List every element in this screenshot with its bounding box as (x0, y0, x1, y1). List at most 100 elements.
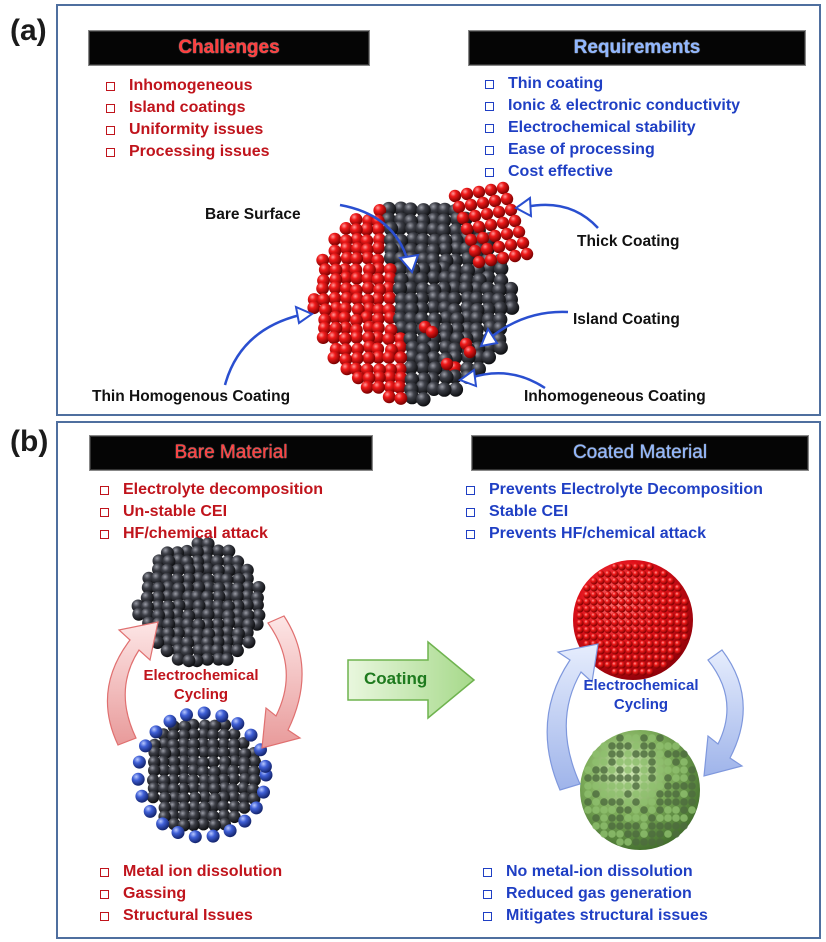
degraded-sphere (197, 728, 210, 741)
green-surface-sphere (608, 798, 616, 806)
degraded-sphere (208, 782, 221, 795)
coated-surface-sphere (625, 633, 633, 641)
bare-sphere (140, 591, 154, 605)
coating-sphere (371, 222, 385, 236)
degraded-sphere (197, 756, 210, 769)
core-sphere (426, 300, 441, 315)
arrow-thick-coating-head (514, 196, 533, 218)
coated-surface-sphere (653, 605, 661, 613)
challenge-item: Uniformity issues (106, 119, 270, 141)
coated-surface-sphere (639, 668, 647, 676)
degraded-sphere (207, 728, 220, 742)
green-surface-sphere (656, 822, 664, 830)
coating-sphere (351, 303, 365, 316)
green-surface-sphere (648, 806, 656, 814)
coated-surface-sphere (639, 598, 647, 606)
coated-surface-sphere (674, 640, 682, 648)
core-sphere (405, 221, 420, 236)
coated-surface-sphere (604, 619, 612, 627)
coated-surface-sphere (632, 598, 640, 606)
thick-coating-sphere (472, 255, 486, 269)
coated-surface-sphere (646, 598, 654, 606)
bare-sphere (151, 571, 165, 585)
coated-outcome-item: No metal-ion dissolution (483, 861, 708, 883)
green-surface-sphere (624, 766, 632, 774)
coating-sphere (360, 380, 374, 394)
coated-surface-sphere (625, 654, 633, 662)
coated-surface-sphere (611, 668, 619, 676)
green-surface-sphere (624, 838, 632, 846)
coated-surface-sphere (583, 612, 591, 620)
checkbox-icon (100, 911, 109, 921)
degraded-sphere (197, 818, 210, 831)
coating-sphere (382, 390, 396, 404)
coating-sphere (350, 331, 363, 344)
green-surface-sphere (616, 830, 624, 838)
degraded-sphere (188, 809, 201, 822)
degraded-sphere (238, 772, 252, 786)
coating-sphere (329, 301, 343, 315)
degraded-sphere (198, 782, 211, 795)
coating-sphere (350, 271, 364, 285)
coated-surface-sphere (632, 668, 640, 676)
coated-surface-sphere (632, 591, 640, 599)
checkbox-icon (485, 101, 494, 111)
checkbox-icon (466, 507, 475, 517)
bare-issue-item: Electrolyte decomposition (100, 479, 323, 501)
bare-sphere (171, 652, 185, 666)
green-surface-sphere (640, 790, 648, 798)
green-surface-sphere (640, 774, 648, 782)
green-surface-sphere (616, 798, 624, 806)
degraded-sphere (246, 783, 260, 796)
coated-surface-sphere (660, 626, 668, 634)
coating-sphere (319, 303, 332, 317)
green-surface-sphere (640, 838, 648, 846)
green-surface-sphere (688, 782, 696, 790)
checkbox-icon (483, 867, 492, 877)
coated-surface-sphere (604, 647, 612, 655)
green-surface-sphere (656, 814, 664, 822)
dissolved-ion-sphere (258, 759, 272, 773)
degraded-sphere (187, 738, 200, 751)
bare-sphere (161, 589, 175, 603)
checkbox-icon (485, 167, 494, 177)
core-sphere (493, 301, 508, 316)
degraded-sphere (178, 809, 191, 822)
coating-sphere (371, 331, 385, 344)
coating-sphere (339, 302, 352, 315)
bare-particle-top (131, 537, 266, 668)
checkbox-icon (106, 125, 115, 135)
thick-coating-sphere (488, 229, 502, 243)
thick-coating-sphere (492, 240, 506, 254)
green-surface-sphere (592, 798, 600, 806)
bare-sphere (182, 654, 196, 668)
coated-benefit-item: Stable CEI (466, 501, 763, 523)
coated-surface-sphere (639, 626, 647, 634)
green-surface-sphere (656, 750, 664, 758)
coated-surface-sphere (653, 661, 661, 669)
coated-surface-sphere (632, 640, 640, 648)
green-surface-sphere (592, 782, 600, 790)
degraded-sphere (208, 719, 222, 732)
coated-surface-sphere (611, 577, 619, 585)
core-sphere (469, 291, 484, 307)
coated-surface-sphere (597, 584, 605, 592)
green-surface-sphere (648, 790, 656, 798)
coated-surface-sphere (590, 626, 598, 634)
coated-surface-sphere (611, 612, 619, 620)
green-surface-sphere (664, 750, 672, 758)
degraded-sphere (167, 746, 181, 759)
coated-material-header: Coated Material (472, 436, 808, 470)
coated-surface-sphere (660, 661, 668, 669)
coated-surface-sphere (625, 591, 633, 599)
bare-sphere (222, 544, 236, 558)
green-surface-sphere (584, 790, 592, 798)
green-surface-sphere (648, 782, 656, 790)
checkbox-icon (483, 889, 492, 899)
coated-surface-sphere (660, 619, 668, 627)
coated-surface-sphere (674, 612, 682, 620)
arrow-island-coating (489, 310, 569, 339)
coating-sphere (328, 291, 342, 305)
green-surface-sphere (592, 822, 600, 830)
bare-consequences-list: Metal ion dissolution Gassing Structural… (100, 861, 282, 927)
